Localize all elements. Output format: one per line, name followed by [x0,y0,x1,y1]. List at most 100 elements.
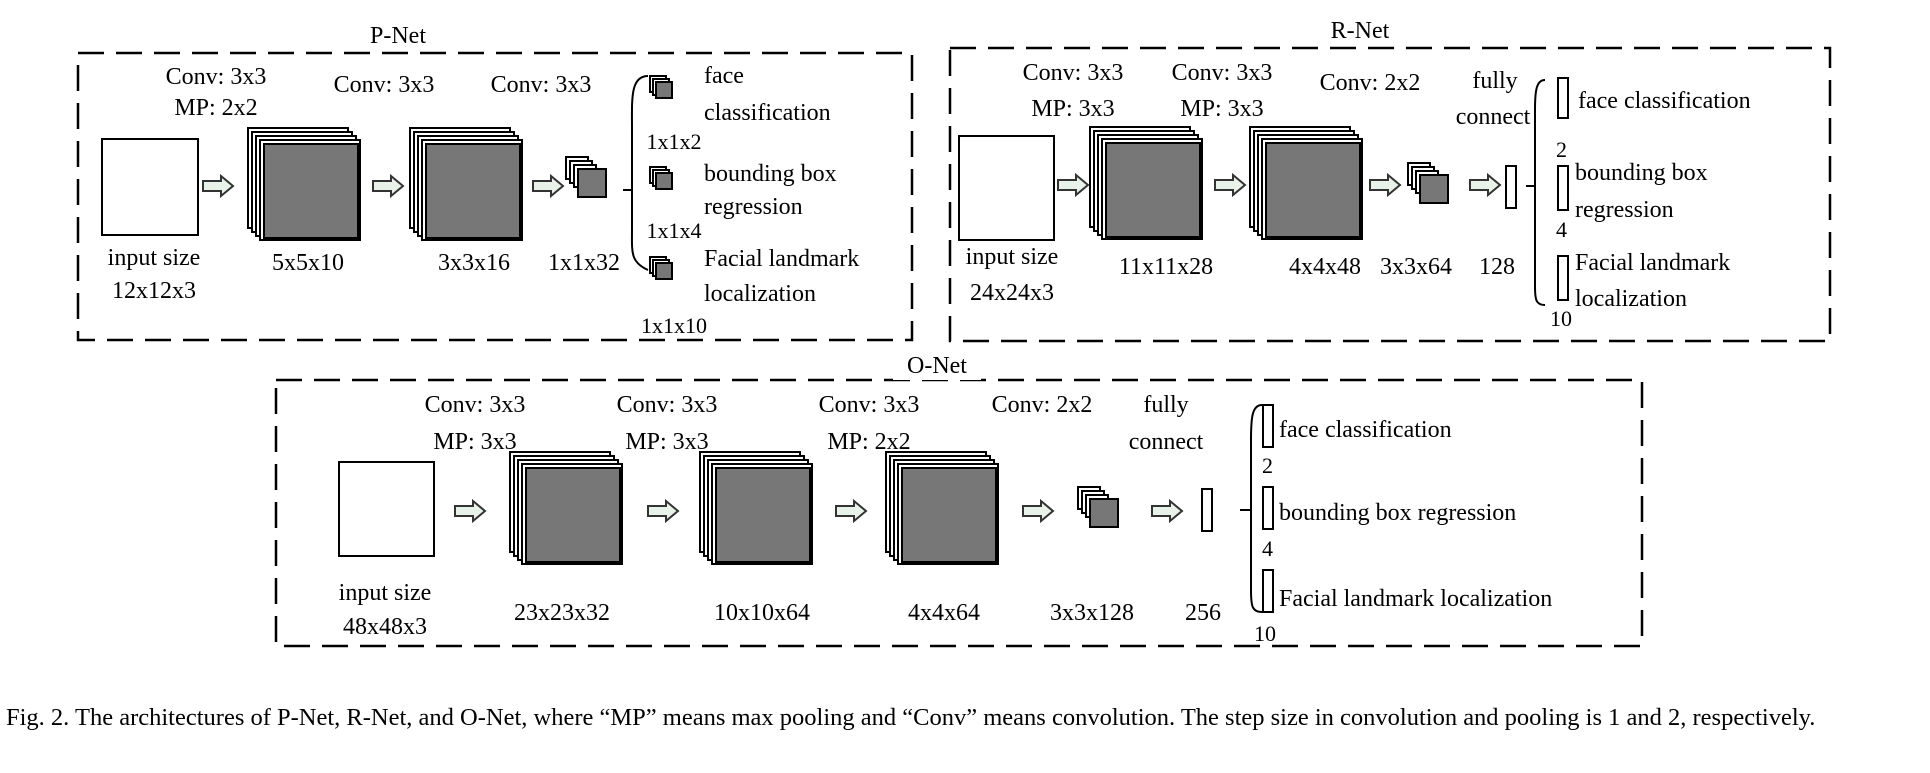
pnet-out1-line1: face [704,63,744,89]
onet-dim5: 256 [1185,600,1221,626]
rnet-out2-line2: regression [1575,197,1674,223]
rnet-border [948,46,1832,343]
onet-mp2: MP: 3x3 [625,429,708,455]
rnet-input-size: 24x24x3 [970,280,1054,306]
pnet-layer-2 [409,127,523,241]
onet-conv4: Conv: 2x2 [992,392,1093,418]
pnet-conv1: Conv: 3x3 [166,64,267,90]
pnet-out3-dim: 1x1x10 [641,313,707,338]
pnet-panel: P-Net input size 12x12x3 Conv: 3x3 MP: 2… [76,22,914,342]
rnet-fc-vector [1505,165,1517,209]
rnet-dim2: 4x4x48 [1289,254,1361,280]
rnet-layer-2 [1249,126,1363,240]
onet-conv2: Conv: 3x3 [617,392,718,418]
onet-dim3: 4x4x64 [908,600,980,626]
rnet-conv2: Conv: 3x3 [1172,60,1273,86]
onet-conv1: Conv: 3x3 [425,392,526,418]
rnet-arrow-3 [1369,174,1401,196]
onet-input-size: 48x48x3 [343,614,427,640]
rnet-dim4: 128 [1479,254,1515,280]
onet-out2-dim: 4 [1262,536,1273,561]
pnet-out3-block [649,256,673,280]
onet-out2-vector [1262,486,1274,530]
onet-input-label: input size [339,580,432,606]
rnet-out3-dim: 10 [1550,306,1572,331]
onet-out1-dim: 2 [1262,453,1273,478]
pnet-out2-line2: regression [704,194,803,220]
rnet-out2-line1: bounding box [1575,160,1708,186]
pnet-out3-line2: localization [704,281,816,307]
rnet-out3-line2: localization [1575,286,1687,312]
onet-mp3: MP: 2x2 [827,429,910,455]
rnet-out1: face classification [1578,88,1751,114]
pnet-input-size: 12x12x3 [112,278,196,304]
rnet-panel: R-Net input size 24x24x3 Conv: 3x3 MP: 3… [948,17,1832,343]
onet-arrow-3 [835,500,867,522]
rnet-input-label: input size [966,244,1059,270]
onet-input-box [338,461,435,557]
onet-dim2: 10x10x64 [714,600,810,626]
onet-brace [1250,404,1263,613]
rnet-dim3: 3x3x64 [1380,254,1452,280]
onet-out3: Facial landmark localization [1279,586,1552,612]
onet-layer-2 [699,451,813,565]
pnet-brace [630,75,649,271]
rnet-arrow-1 [1057,174,1089,196]
onet-mp1: MP: 3x3 [433,429,516,455]
onet-fc-line1: fully [1143,392,1188,418]
rnet-fc-line1: fully [1472,68,1517,94]
pnet-layer-1 [247,127,361,241]
onet-out3-vector [1262,569,1274,613]
rnet-mp1: MP: 3x3 [1031,96,1114,122]
onet-out3-dim: 10 [1254,621,1276,646]
pnet-out2-line1: bounding box [704,161,837,187]
rnet-out3-line1: Facial landmark [1575,250,1730,276]
onet-out1-vector [1262,404,1274,448]
pnet-arrow-2 [372,175,404,197]
rnet-title: R-Net [1331,18,1390,44]
pnet-border [76,51,914,342]
rnet-conv1: Conv: 3x3 [1023,60,1124,86]
onet-dim4: 3x3x128 [1050,600,1134,626]
rnet-arrow-2 [1214,174,1246,196]
pnet-dim2: 3x3x16 [438,250,510,276]
onet-out1: face classification [1279,417,1452,443]
rnet-out2-dim: 4 [1556,217,1567,242]
rnet-dim1: 11x11x28 [1119,254,1213,280]
onet-arrow-2 [647,500,679,522]
network-architectures-diagram: P-Net input size 12x12x3 Conv: 3x3 MP: 2… [76,17,1832,648]
onet-layer-1 [509,451,623,565]
pnet-conv2: Conv: 3x3 [334,72,435,98]
pnet-dim1: 5x5x10 [272,250,344,276]
rnet-conv3: Conv: 2x2 [1320,70,1421,96]
rnet-layer-3 [1407,162,1449,204]
rnet-brace [1534,79,1546,306]
onet-panel: O-Net input size 48x48x3 Conv: 3x3 MP: 3… [274,352,1644,648]
pnet-layer-3 [565,156,607,198]
pnet-out1-block [649,75,673,99]
pnet-out1-line2: classification [704,100,831,126]
rnet-out1-dim: 2 [1556,137,1567,162]
rnet-arrow-4 [1469,174,1501,196]
onet-dim1: 23x23x32 [514,600,610,626]
rnet-layer-1 [1089,126,1203,240]
pnet-mp1: MP: 2x2 [174,95,257,121]
rnet-out3-vector [1557,255,1569,301]
rnet-input-box [958,135,1055,241]
rnet-out1-vector [1557,77,1569,119]
rnet-mp2: MP: 3x3 [1180,96,1263,122]
pnet-input-box [101,138,199,236]
onet-conv3: Conv: 3x3 [819,392,920,418]
pnet-input-label: input size [108,245,201,271]
pnet-arrow-1 [202,175,234,197]
onet-title: O-Net [907,353,967,379]
onet-arrow-5 [1151,500,1183,522]
pnet-conv3: Conv: 3x3 [491,72,592,98]
onet-arrow-1 [454,500,486,522]
pnet-out2-dim: 1x1x4 [647,218,702,243]
pnet-out3-line1: Facial landmark [704,246,859,272]
pnet-out2-block [649,166,673,190]
rnet-fc-line2: connect [1456,104,1531,130]
onet-layer-4 [1077,486,1119,528]
onet-fc-vector [1201,488,1213,532]
